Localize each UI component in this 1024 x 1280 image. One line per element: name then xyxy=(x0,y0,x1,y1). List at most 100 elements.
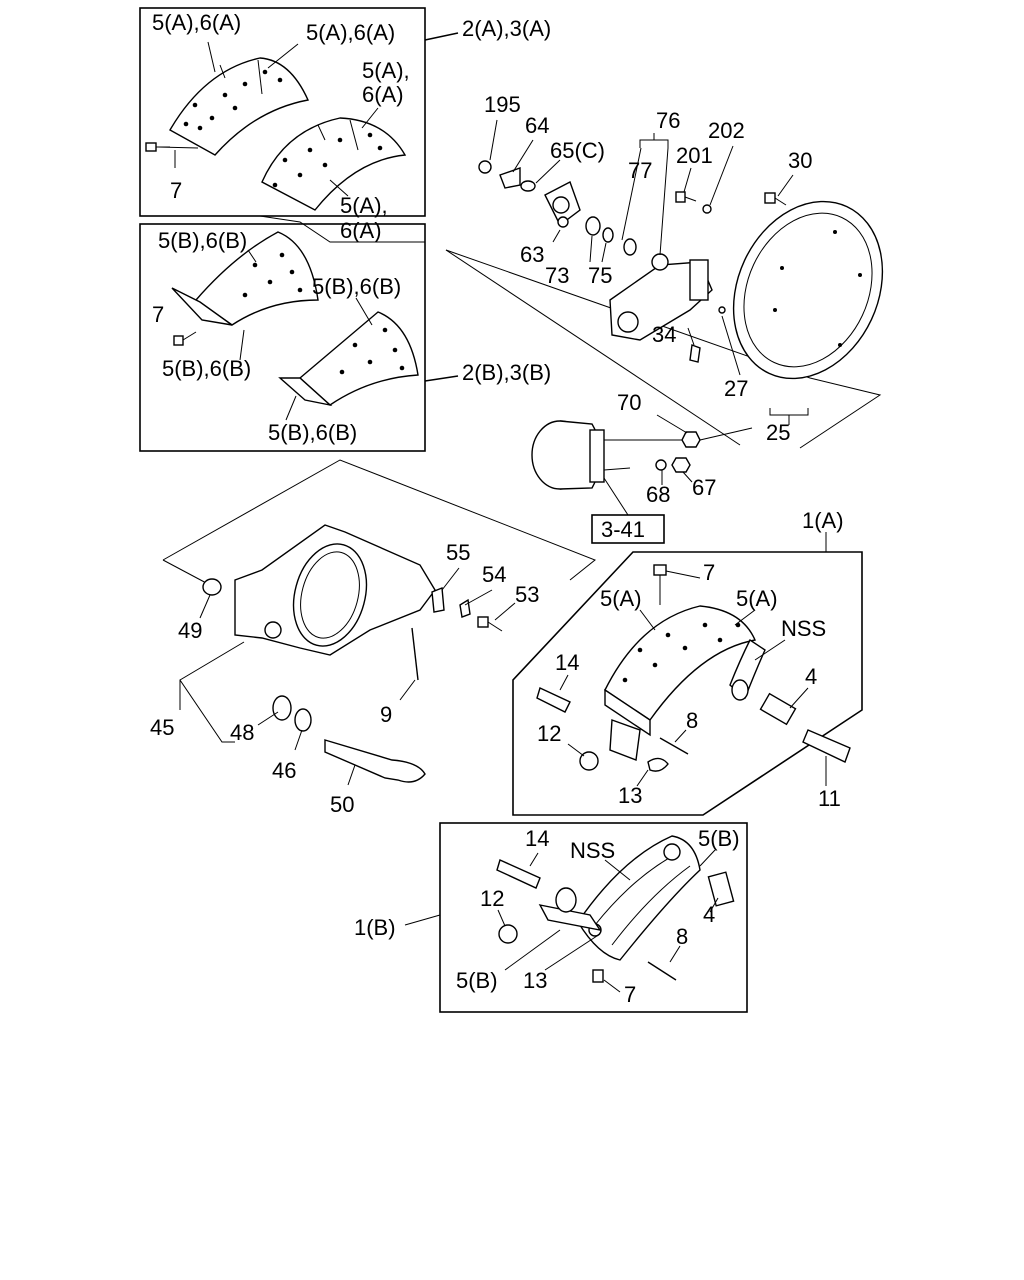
label-a-7: 7 xyxy=(703,560,715,585)
label-a-13: 13 xyxy=(618,783,642,808)
pin-14 xyxy=(536,687,571,713)
label-lining-a-4a: 5(A), xyxy=(340,193,388,218)
label-lining-b-3: 5(B),6(B) xyxy=(162,356,251,381)
label-lining-a-4b: 6(A) xyxy=(340,218,382,243)
retainer-13 xyxy=(647,757,669,772)
washer-68 xyxy=(655,459,667,471)
label-ref-3-41: 3-41 xyxy=(601,517,645,542)
label-70: 70 xyxy=(617,390,641,415)
label-53: 53 xyxy=(515,582,539,607)
washer-48 xyxy=(272,695,292,721)
bushing-65c xyxy=(520,180,536,192)
shoe-b-web xyxy=(577,835,701,961)
label-lining-a-3b: 6(A) xyxy=(362,82,404,107)
anchor-and-dust-shield-group: 195 64 65(C) 76 202 77 201 30 63 73 75 3… xyxy=(445,92,884,449)
pin-8-b xyxy=(647,961,677,981)
washer-64 xyxy=(499,167,521,189)
label-30: 30 xyxy=(788,148,812,173)
shoe-assembly-1b-panel: 1(B) 14 NSS 5(B) 12 4 8 5(B) 13 7 xyxy=(354,822,748,1013)
label-73: 73 xyxy=(545,263,569,288)
shoe-a-lining xyxy=(604,605,756,721)
brake-lining-b-upper xyxy=(194,231,319,326)
bolt-30 xyxy=(764,192,787,206)
label-lining-a-1: 5(A),6(A) xyxy=(152,10,241,35)
label-rivet-b: 7 xyxy=(152,302,164,327)
label-201: 201 xyxy=(676,143,713,168)
label-a-14: 14 xyxy=(555,650,579,675)
label-asm-1a: 1(A) xyxy=(802,508,844,533)
bushing-49 xyxy=(202,578,222,596)
label-a-12: 12 xyxy=(537,721,561,746)
label-b-4: 4 xyxy=(703,902,715,927)
bushing-77 xyxy=(623,238,637,256)
nut-67 xyxy=(671,457,691,473)
label-75: 75 xyxy=(588,263,612,288)
washer-202 xyxy=(702,204,712,214)
label-45: 45 xyxy=(150,715,174,740)
rivet-b xyxy=(173,331,197,346)
bolt-201 xyxy=(675,191,697,203)
label-lining-b-4: 5(B),6(B) xyxy=(268,420,357,445)
pin-14-b xyxy=(496,859,541,889)
label-27: 27 xyxy=(724,376,748,401)
label-48: 48 xyxy=(230,720,254,745)
label-b-8: 8 xyxy=(676,924,688,949)
seal-46 xyxy=(294,708,312,732)
spring-9 xyxy=(411,627,419,681)
nut-70 xyxy=(681,431,701,448)
label-49: 49 xyxy=(178,618,202,643)
label-67: 67 xyxy=(692,475,716,500)
label-77: 77 xyxy=(628,158,652,183)
label-b-12: 12 xyxy=(480,886,504,911)
lining-kit-b-panel: 5(B),6(B) 5(B),6(B) 5(B),6(B) 5(B),6(B) … xyxy=(139,223,426,452)
pin-8 xyxy=(659,737,689,755)
spider-housing-group: 55 54 53 49 45 48 46 50 9 xyxy=(150,459,596,817)
clip-34 xyxy=(689,344,701,363)
label-55: 55 xyxy=(446,540,470,565)
label-a-nss: NSS xyxy=(781,616,826,641)
label-lining-b-1: 5(B),6(B) xyxy=(158,228,247,253)
clip-54 xyxy=(459,598,471,618)
label-b-nss: NSS xyxy=(570,838,615,863)
label-kit-2a-3a: 2(A),3(A) xyxy=(462,16,551,41)
label-a-5a-left: 5(A) xyxy=(600,586,642,611)
bracket-55 xyxy=(431,587,445,613)
brake-lining-b-lower xyxy=(298,311,419,406)
bushing-12-b xyxy=(498,924,518,944)
label-b-5b-bottom: 5(B) xyxy=(456,968,498,993)
lining-kit-a-panel: 5(A),6(A) 5(A),6(A) 5(A), 6(A) 5(A), 6(A… xyxy=(139,7,426,243)
brake-lining-a-lower xyxy=(261,117,407,211)
label-46: 46 xyxy=(272,758,296,783)
rivet-a-shoe xyxy=(653,564,667,605)
label-68: 68 xyxy=(646,482,670,507)
label-54: 54 xyxy=(482,562,506,587)
camshaft-50 xyxy=(324,739,426,783)
label-asm-1b: 1(B) xyxy=(354,915,396,940)
label-b-7: 7 xyxy=(624,982,636,1007)
label-b-14: 14 xyxy=(525,826,549,851)
dust-shield-25 xyxy=(732,200,884,380)
label-25: 25 xyxy=(766,420,790,445)
plug-27 xyxy=(718,306,726,314)
label-lining-b-2: 5(B),6(B) xyxy=(312,274,401,299)
roller-4-b xyxy=(707,871,735,907)
label-76: 76 xyxy=(656,108,680,133)
label-lining-a-3a: 5(A), xyxy=(362,58,410,83)
label-rivet-a: 7 xyxy=(170,178,182,203)
snap-ring-195 xyxy=(478,160,492,174)
label-a-4: 4 xyxy=(805,664,817,689)
brake-lining-a-upper xyxy=(169,57,310,156)
label-64: 64 xyxy=(525,113,549,138)
washer-73 xyxy=(585,216,601,236)
label-34: 34 xyxy=(652,322,676,347)
bushing-12 xyxy=(579,751,599,771)
bolt-53 xyxy=(477,616,503,632)
reference-box-3-41 xyxy=(591,514,665,544)
label-9: 9 xyxy=(380,702,392,727)
label-kit-2b-3b: 2(B),3(B) xyxy=(462,360,551,385)
label-lining-a-2: 5(A),6(A) xyxy=(306,20,395,45)
label-202: 202 xyxy=(708,118,745,143)
seal-75 xyxy=(602,227,614,243)
label-63: 63 xyxy=(520,242,544,267)
label-50: 50 xyxy=(330,792,354,817)
